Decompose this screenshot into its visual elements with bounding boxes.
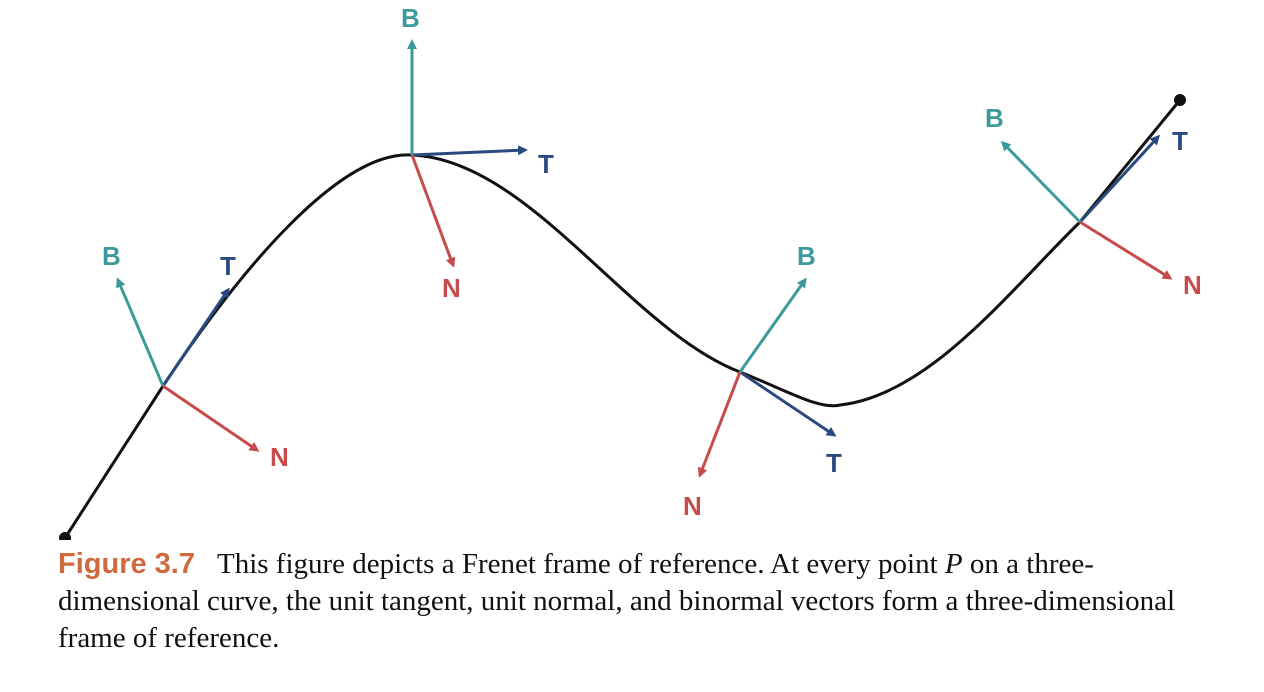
binormal-label: B [102,241,121,271]
curve-end-point [1174,94,1186,106]
binormal-label: B [797,241,816,271]
frenet-frame-4: T N B [985,103,1202,300]
tangent-vector [411,145,528,157]
tangent-label: T [538,149,554,179]
frenet-frame-1: T N B [102,241,289,472]
binormal-vector [1000,140,1082,224]
figure-caption: Figure 3.7 This figure depicts a Frenet f… [58,546,1218,657]
figure-number: Figure 3.7 [58,548,195,580]
normal-vector [410,154,456,268]
binormal-label: B [985,103,1004,133]
tangent-label: T [220,251,236,281]
normal-vector [697,371,742,478]
frenet-frame-2: T N B [401,3,554,303]
normal-label: N [270,442,289,472]
frenet-frame-diagram: T N B T N B T N B T N B [59,3,1202,540]
tangent-vector [1078,134,1161,224]
binormal-label: B [401,3,420,33]
curve-start-point [59,532,71,540]
caption-text-part-1: This figure depicts a Frenet frame of re… [217,548,945,580]
tangent-label: T [826,448,842,478]
normal-vector [1079,220,1173,280]
tangent-label: T [1172,126,1188,156]
tangent-vector [739,370,837,437]
tangent-vector [161,287,230,387]
binormal-vector [738,277,807,373]
point-symbol: P [944,548,963,580]
space-curve [63,99,1182,539]
normal-label: N [442,273,461,303]
normal-label: N [683,491,702,521]
normal-label: N [1183,270,1202,300]
frenet-frame-3: T N B [683,241,842,521]
binormal-vector [116,277,165,387]
caption-text-part-2: on a three-dimensional curve, the unit t… [58,548,1175,654]
normal-vector [162,384,260,452]
